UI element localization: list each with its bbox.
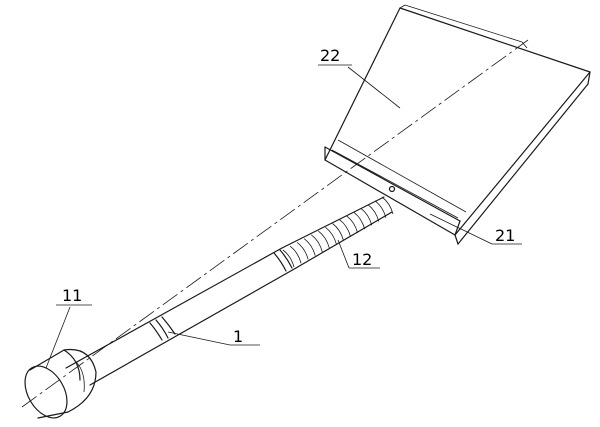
thread-ring: [367, 204, 380, 222]
thread-ring: [303, 238, 316, 256]
thread-ring: [325, 226, 337, 245]
thread-ring: [318, 230, 330, 249]
plate: [324, 4, 591, 245]
center-line: [21, 39, 529, 408]
thread-ring: [296, 242, 309, 260]
thread-ring: [332, 223, 344, 241]
thread-ring: [311, 234, 323, 252]
label-21: 21: [495, 226, 515, 245]
thread-ring: [381, 196, 394, 215]
end-cap: [24, 348, 97, 419]
thread-ring: [346, 215, 359, 234]
handle-rod: [65, 247, 297, 386]
thread-ring: [289, 245, 302, 264]
thread-ring: [374, 200, 387, 218]
thread-ring: [282, 249, 295, 268]
label-1: 1: [233, 327, 243, 346]
thread-ring: [339, 219, 351, 237]
label-22: 22: [320, 46, 340, 65]
leader-lines: [45, 64, 522, 369]
thread-ring: [353, 211, 366, 230]
label-11: 11: [62, 286, 82, 305]
threaded-rod: [281, 196, 394, 269]
thread-ring: [360, 208, 373, 226]
label-12: 12: [352, 250, 372, 269]
